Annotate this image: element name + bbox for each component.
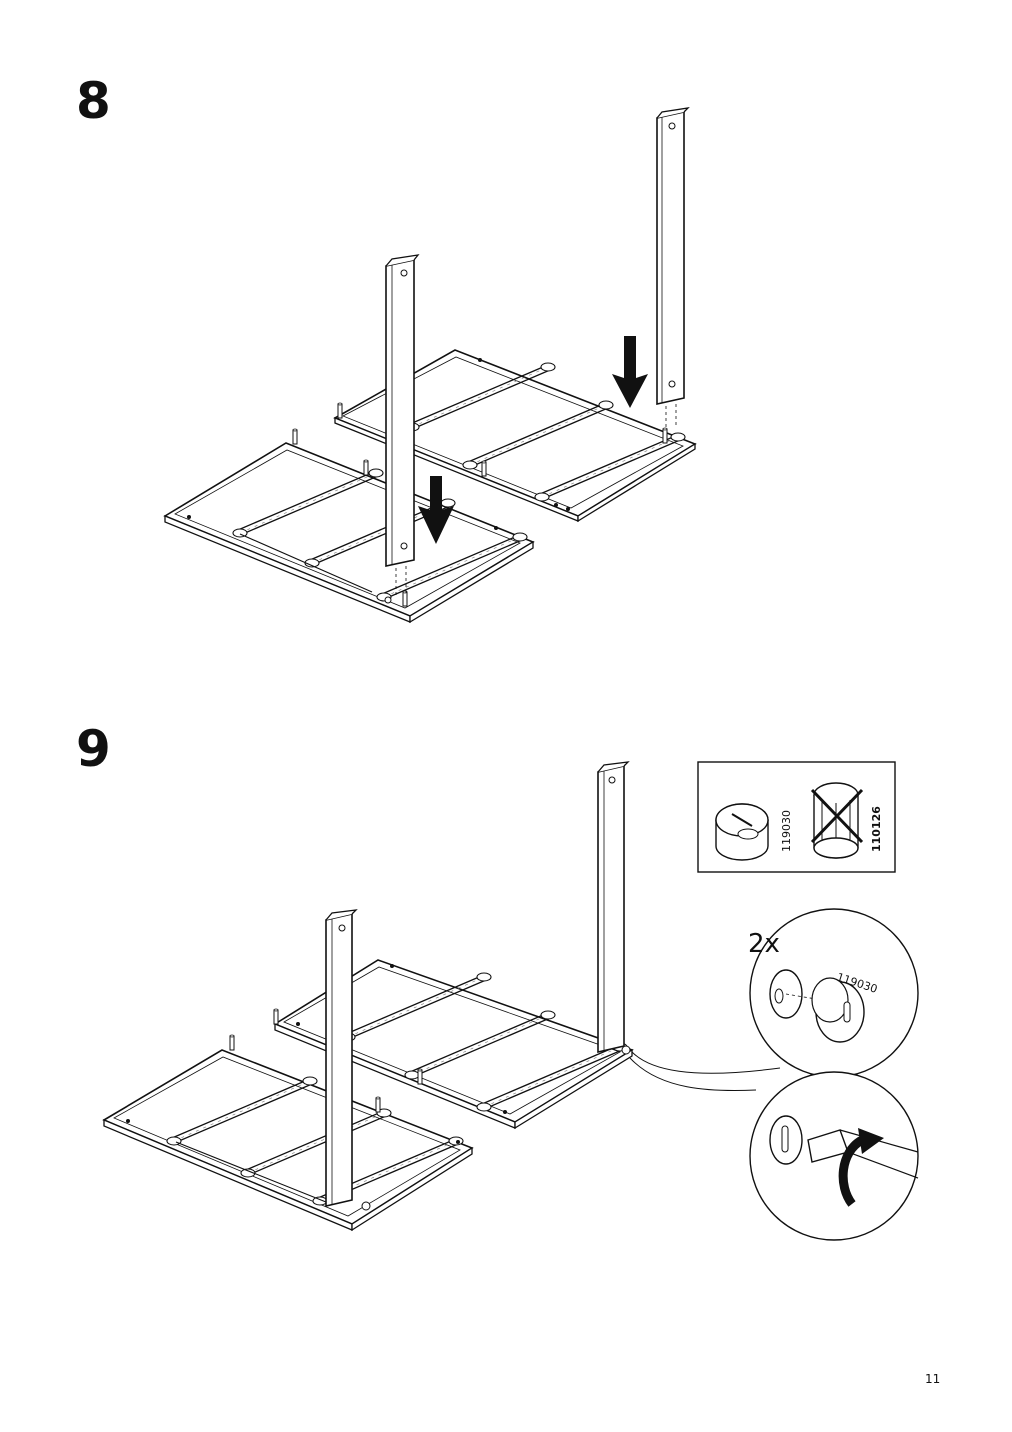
panel-front	[163, 428, 535, 624]
rotate-clockwise-icon	[838, 1128, 884, 1207]
step-8-number: 8	[76, 72, 111, 130]
leg-right	[597, 761, 631, 1055]
detail-callout-insert: 2x 119030	[748, 908, 919, 1078]
leg-right	[656, 107, 690, 428]
cam-lock-icon	[715, 803, 769, 861]
panel-front	[102, 1034, 474, 1232]
leg-left	[325, 909, 371, 1211]
crossed-out-icon	[810, 788, 864, 844]
arrow-down-icon	[418, 476, 454, 544]
quantity-label: 2x	[748, 929, 780, 959]
part-code-correct: 119030	[780, 810, 793, 852]
step-9-number: 9	[76, 720, 111, 778]
detail-callout-tighten	[749, 1071, 919, 1241]
step-9-drawing: 119030 110126 2x	[102, 761, 919, 1241]
page-number: 11	[925, 1372, 941, 1386]
leg-left	[385, 254, 420, 596]
arrow-down-icon	[612, 336, 648, 408]
step-8-drawing	[163, 107, 697, 624]
part-code-wrong: 110126	[870, 806, 883, 852]
parts-box: 119030 110126	[697, 761, 896, 873]
wrong-cam-lock-icon	[813, 782, 859, 859]
